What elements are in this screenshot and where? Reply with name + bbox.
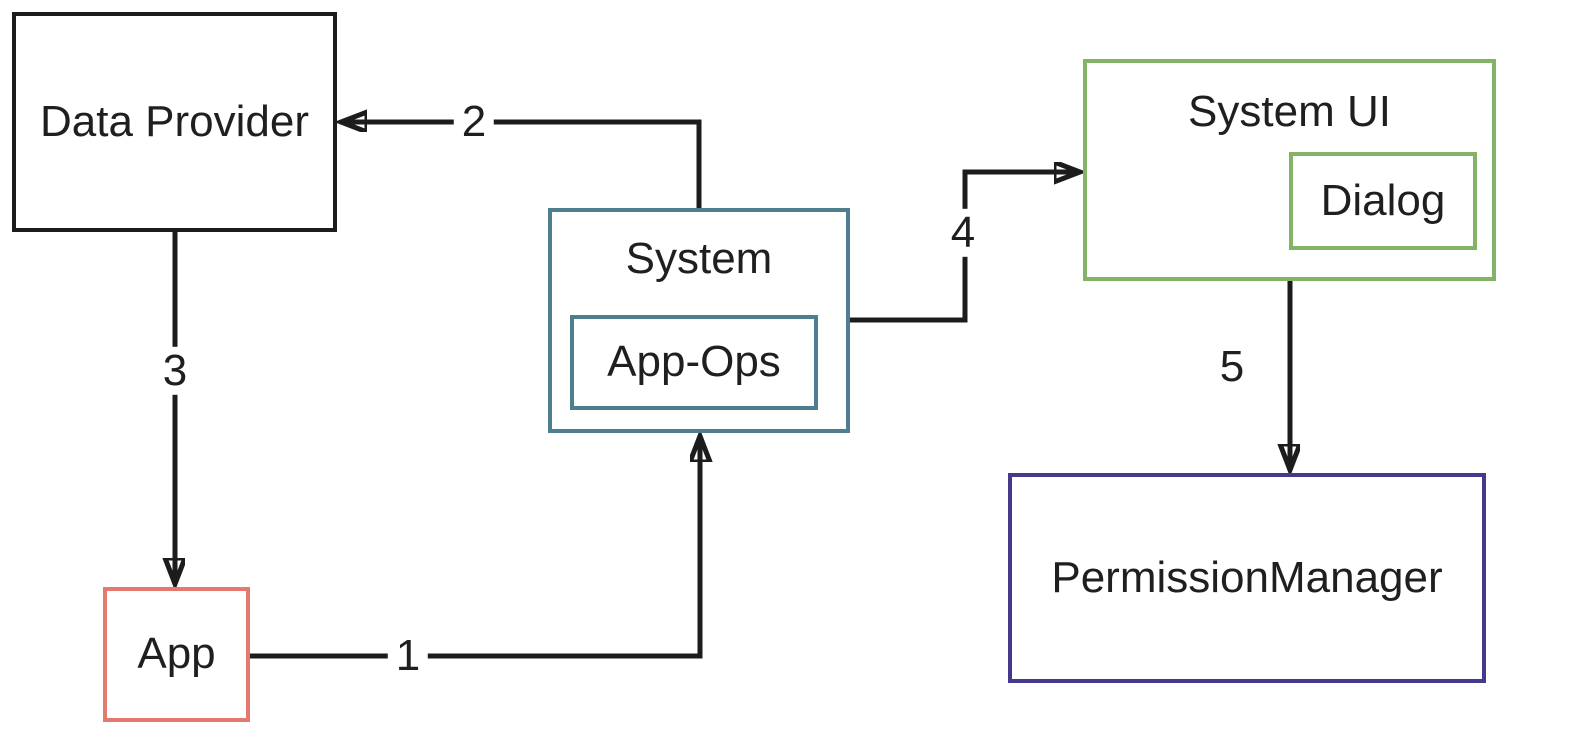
node-system-label: System bbox=[625, 234, 773, 283]
node-system-ui: System UI Dialog bbox=[1083, 59, 1496, 281]
node-app-ops: App-Ops bbox=[570, 315, 818, 410]
node-system-ui-label: System UI bbox=[1188, 87, 1391, 136]
arrow-2-system-to-data-provider bbox=[342, 122, 702, 208]
edge-label-1: 1 bbox=[387, 631, 429, 681]
node-data-provider: Data Provider bbox=[12, 12, 337, 232]
edge-label-5: 5 bbox=[1211, 342, 1253, 392]
edge-label-3: 3 bbox=[154, 346, 196, 396]
node-system: System App-Ops bbox=[548, 208, 850, 433]
node-app: App bbox=[103, 587, 250, 722]
node-app-label: App bbox=[137, 629, 216, 679]
node-data-provider-label: Data Provider bbox=[39, 96, 309, 146]
node-permission-manager: PermissionManager bbox=[1008, 473, 1486, 683]
edge-label-4: 4 bbox=[942, 208, 984, 258]
node-dialog: Dialog bbox=[1289, 152, 1477, 250]
node-dialog-label: Dialog bbox=[1320, 175, 1446, 225]
edge-label-2: 2 bbox=[453, 97, 495, 147]
node-app-ops-label: App-Ops bbox=[607, 337, 781, 387]
arrow-1-app-to-system bbox=[250, 437, 700, 659]
node-permission-manager-label: PermissionManager bbox=[1051, 552, 1443, 602]
